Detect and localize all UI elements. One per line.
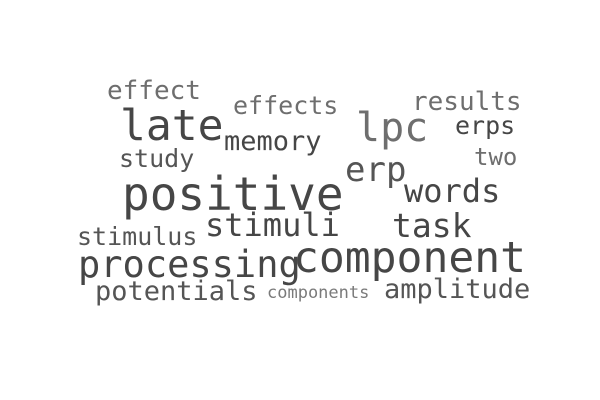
word-two: two — [474, 143, 518, 171]
word-components: components — [267, 283, 370, 303]
word-amplitude: amplitude — [384, 274, 531, 305]
word-lpc: lpc — [356, 105, 429, 151]
word-stimuli: stimuli — [205, 206, 340, 244]
word-erp: erp — [345, 150, 407, 190]
word-processing: processing — [78, 243, 301, 286]
word-words: words — [404, 172, 501, 210]
word-erps: erps — [455, 111, 516, 140]
word-results: results — [412, 87, 522, 117]
word-effect: effect — [107, 76, 201, 106]
word-memory: memory — [224, 126, 322, 157]
word-late: late — [120, 101, 224, 151]
word-potentials: potentials — [95, 276, 258, 307]
word-study: study — [119, 144, 195, 173]
word-effects: effects — [233, 91, 339, 120]
word-task: task — [392, 206, 472, 245]
word-positive: positive — [122, 167, 344, 221]
word-component: component — [293, 233, 526, 283]
word-stimulus: stimulus — [77, 222, 198, 251]
